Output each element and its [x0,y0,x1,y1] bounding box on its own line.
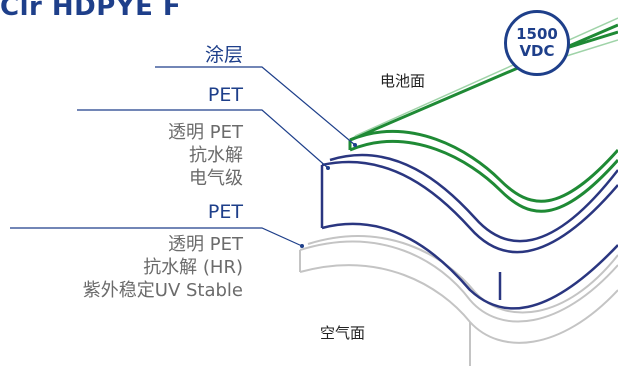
cell-side-label: 电池面 [380,72,426,90]
air-side-label: 空气面 [320,324,366,342]
pet-bottom-desc-line: 透明 PET [168,234,243,255]
leader-dots [300,143,357,248]
pet-top-description: 透明 PET 抗水解 电气级 [168,121,243,190]
coating-highlight [354,17,618,137]
badge-value: 1500 [516,25,558,43]
pet-bottom-desc-line: 紫外稳定UV Stable [82,280,243,301]
pet-top-desc-line: 电气级 [189,168,243,189]
pet-bottom-label: PET [207,201,243,223]
leader-lines [10,66,356,247]
voltage-badge: 1500 VDC [504,10,570,76]
pet-bottom-description: 透明 PET 抗水解 (HR) 紫外稳定UV Stable [83,233,243,302]
coating-layer [348,23,618,213]
pet-top-layer [320,153,618,310]
product-title: Clr HDPYE F [0,0,182,22]
badge-unit: VDC [519,42,555,60]
pet-bottom-desc-line: 抗水解 (HR) [143,257,243,278]
pet-bottom-layer [299,235,618,366]
pet-top-desc-line: 抗水解 [189,145,243,166]
pet-top-desc-line: 透明 PET [168,122,243,143]
coating-label: 涂层 [204,44,243,66]
pet-top-label: PET [207,84,243,106]
